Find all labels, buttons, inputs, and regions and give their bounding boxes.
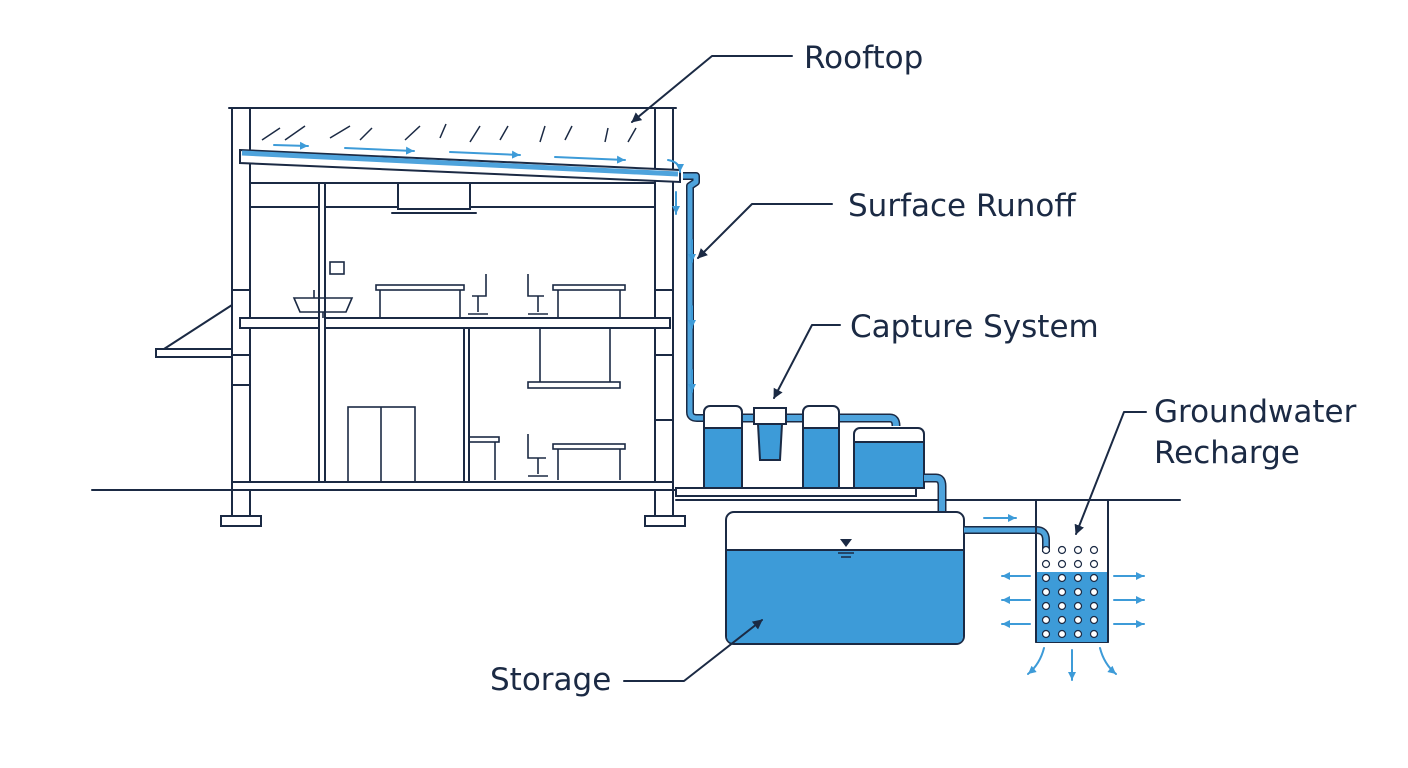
ceiling-light — [397, 182, 471, 210]
roof-flow-arrows — [273, 141, 684, 173]
gravel-dot — [1073, 573, 1083, 583]
gravel-dot — [1057, 587, 1067, 597]
gravel-dot — [1089, 629, 1099, 639]
gravel-dot — [1057, 573, 1067, 583]
gravel-dot — [1057, 601, 1067, 611]
gravel-dot — [1073, 587, 1083, 597]
desk-upper-left — [375, 284, 465, 318]
leader-lines — [623, 55, 1147, 682]
floor-slab — [239, 317, 671, 329]
gravel-dot — [1041, 629, 1051, 639]
desk-upper-right — [552, 284, 626, 318]
foundation — [220, 481, 686, 527]
gravel-dot — [1073, 629, 1083, 639]
storage-leader — [623, 619, 763, 682]
cabinet — [347, 406, 416, 484]
building — [155, 107, 917, 527]
label-groundwater: Groundwater — [1154, 394, 1357, 430]
capture-system-leader — [773, 324, 841, 399]
interior-partition — [463, 327, 470, 484]
label-rooftop: Rooftop — [804, 40, 923, 76]
filter-unit — [753, 407, 787, 461]
label-recharge: Recharge — [1154, 435, 1300, 471]
capture-tank-1 — [703, 405, 743, 489]
surface-runoff-leader — [697, 203, 833, 259]
gravel-dot — [1041, 615, 1051, 625]
gravel-dot — [1057, 545, 1067, 555]
gravel-dot — [1057, 559, 1067, 569]
label-storage: Storage — [490, 662, 611, 698]
gravel-dot — [1089, 587, 1099, 597]
shelf — [527, 328, 621, 389]
ground-line — [91, 489, 1181, 501]
gravel-dot — [1057, 629, 1067, 639]
gravel-dot — [1089, 545, 1099, 555]
groundwater-leader — [1074, 411, 1147, 535]
roof-hatching — [261, 123, 637, 143]
gravel-dot — [1041, 559, 1051, 569]
downpipe-flow-arrows — [672, 191, 696, 393]
downpipe — [683, 172, 710, 422]
water-level-icon — [838, 539, 854, 558]
pit-gravel — [1041, 545, 1099, 639]
gravel-dot — [1073, 601, 1083, 611]
gravel-dot — [1041, 601, 1051, 611]
storage-tank — [725, 511, 1050, 645]
label-surface-runoff: Surface Runoff — [848, 188, 1076, 224]
label-capture-system: Capture System — [850, 309, 1099, 345]
chair-upper-1 — [468, 274, 488, 315]
gravel-dot — [1041, 587, 1051, 597]
interior-column — [318, 182, 326, 484]
recharge-pit — [1035, 499, 1109, 643]
capture-tank-2 — [802, 405, 840, 489]
gravel-dot — [1073, 559, 1083, 569]
gravel-dot — [1041, 573, 1051, 583]
gravel-dot — [1089, 559, 1099, 569]
desk-lower-right — [552, 443, 626, 480]
roof-gutter — [241, 150, 679, 177]
gravel-dot — [1057, 615, 1067, 625]
chair-lower — [527, 434, 548, 477]
sink — [292, 261, 354, 318]
gravel-dot — [1073, 545, 1083, 555]
gravel-dot — [1073, 615, 1083, 625]
recharge-flow-arrows — [1001, 572, 1145, 681]
capture-system — [703, 405, 947, 527]
lower-desk-left — [468, 436, 500, 480]
rooftop-leader — [631, 55, 793, 123]
gravel-dot — [1089, 615, 1099, 625]
gravel-dot — [1089, 573, 1099, 583]
chair-upper-2 — [527, 274, 548, 315]
right-wall — [654, 107, 674, 483]
gravel-dot — [1041, 545, 1051, 555]
gravel-dot — [1089, 601, 1099, 611]
capture-tank-3 — [853, 427, 925, 489]
awning — [155, 304, 235, 358]
